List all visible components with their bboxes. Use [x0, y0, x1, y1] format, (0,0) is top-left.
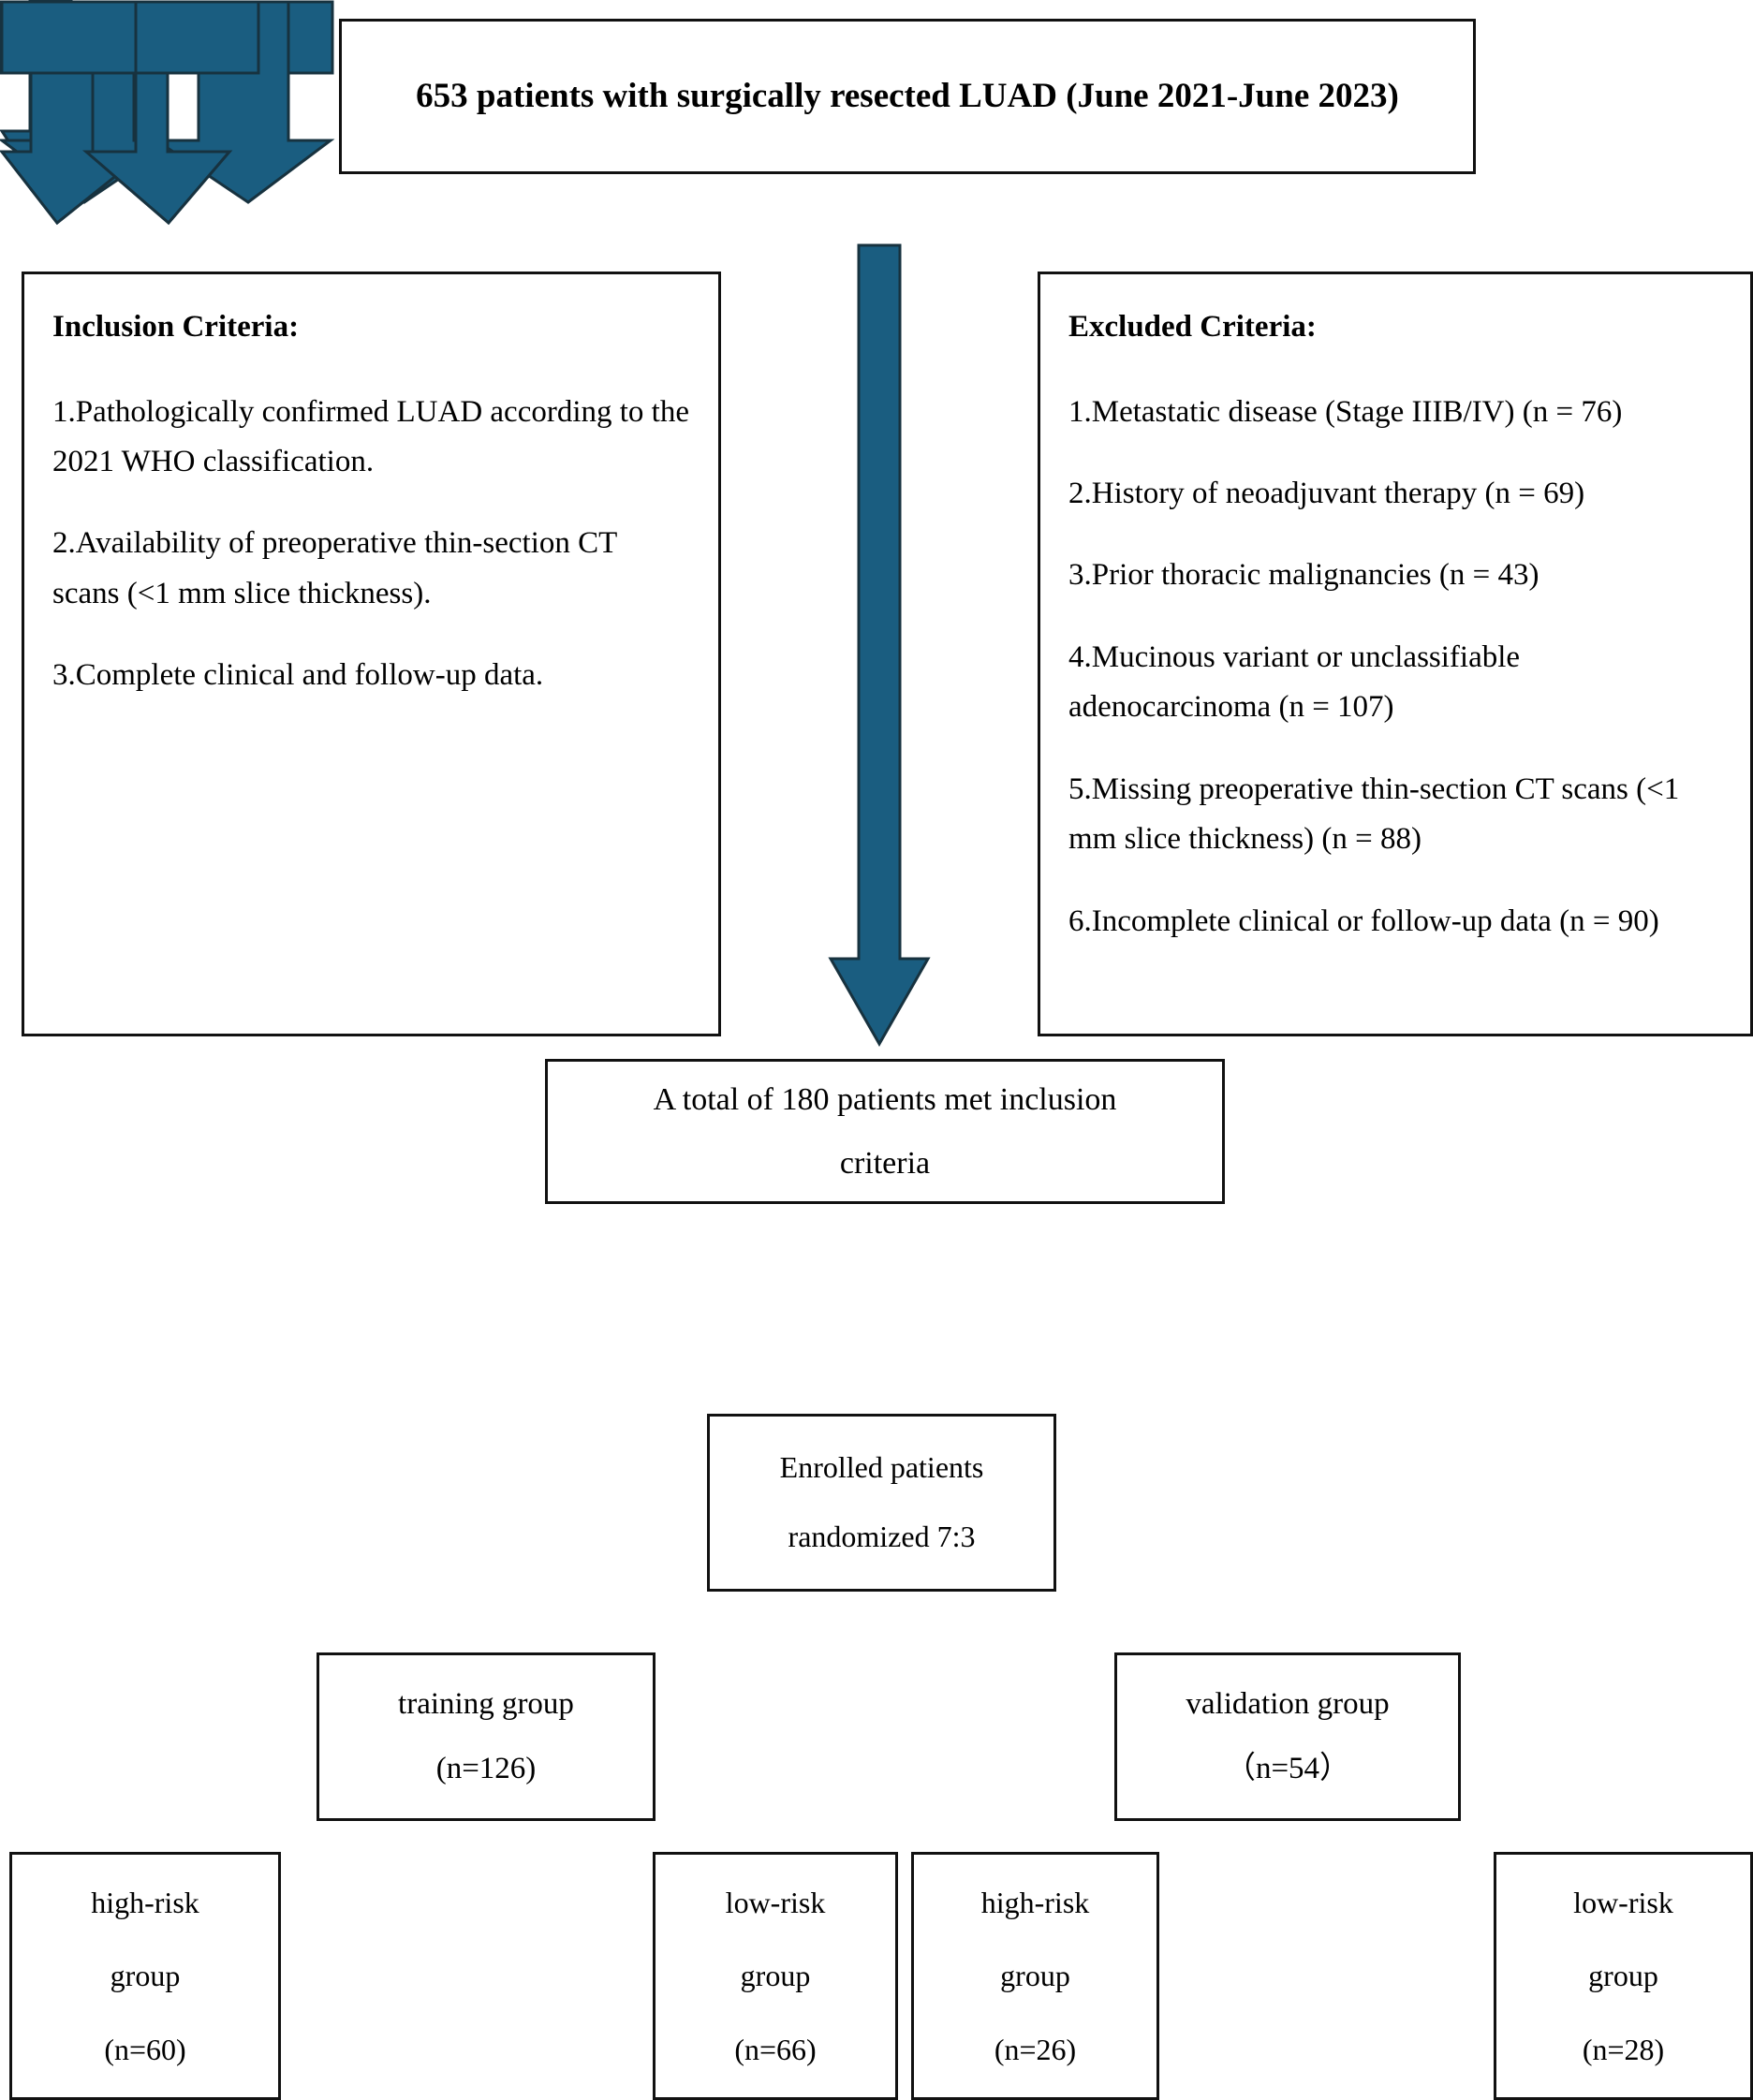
leaf-4-line-1: low-risk [1573, 1885, 1673, 1919]
excluded-criteria-item-3: 3.Prior thoracic malignancies (n = 43) [1068, 558, 1539, 593]
validation-group-box: validation group （n=54） [1114, 1652, 1461, 1821]
training-group-line-2: (n=126) [435, 1752, 537, 1785]
leaf-1-line-1: high-risk [91, 1885, 199, 1919]
title-box: 653 patients with surgically resected LU… [339, 19, 1476, 174]
leaf-box-training-high-risk: high-risk group (n=60) [9, 1852, 281, 2100]
validation-group-line-2: （n=54） [1224, 1752, 1351, 1785]
leaf-3-line-2: group [1000, 1959, 1070, 1993]
training-group-box: training group (n=126) [317, 1652, 656, 1821]
excluded-criteria-box: Excluded Criteria: 1.Metastatic disease … [1038, 272, 1753, 1036]
enrolled-patients-box: Enrolled patients randomized 7:3 [707, 1414, 1056, 1592]
excluded-criteria-item-1: 1.Metastatic disease (Stage IIIB/IV) (n … [1068, 394, 1623, 429]
excluded-criteria-item-4: 4.Mucinous variant or unclassifiable ade… [1068, 639, 1521, 725]
inclusion-criteria-item-3: 3.Complete clinical and follow-up data. [52, 658, 544, 693]
total-included-box: A total of 180 patients met inclusion cr… [545, 1059, 1225, 1204]
leaf-2-line-2: group [740, 1959, 811, 1993]
leaf-box-validation-low-risk: low-risk group (n=28) [1494, 1852, 1753, 2100]
training-group-line-1: training group [398, 1686, 574, 1721]
leaf-4-line-2: group [1588, 1959, 1658, 1993]
inclusion-criteria-item-2: 2.Availability of preoperative thin-sect… [52, 526, 617, 610]
leaf-box-training-low-risk: low-risk group (n=66) [653, 1852, 898, 2100]
leaf-2-line-3: (n=66) [734, 2032, 817, 2066]
title-text: 653 patients with surgically resected LU… [416, 77, 1399, 116]
leaf-4-line-3: (n=28) [1582, 2032, 1665, 2066]
excluded-criteria-item-5: 5.Missing preoperative thin-section CT s… [1068, 771, 1680, 857]
inclusion-criteria-item-1: 1.Pathologically confirmed LUAD accordin… [52, 394, 689, 478]
inclusion-criteria-box: Inclusion Criteria: 1.Pathologically con… [22, 272, 721, 1036]
enrolled-line-2: randomized 7:3 [788, 1520, 976, 1553]
leaf-1-line-3: (n=60) [104, 2032, 186, 2066]
inclusion-criteria-heading: Inclusion Criteria: [52, 310, 300, 344]
arrow-validation-to-low-risk [0, 0, 260, 226]
total-included-line-2: criteria [839, 1145, 931, 1181]
total-included-line-1: A total of 180 patients met inclusion [653, 1081, 1117, 1117]
leaf-box-validation-high-risk: high-risk group (n=26) [911, 1852, 1159, 2100]
leaf-3-line-3: (n=26) [994, 2032, 1077, 2066]
leaf-3-line-1: high-risk [980, 1885, 1090, 1919]
validation-group-line-1: validation group [1186, 1686, 1390, 1721]
excluded-criteria-heading: Excluded Criteria: [1068, 310, 1317, 344]
leaf-1-line-2: group [110, 1959, 181, 1993]
arrow-title-to-total [828, 243, 931, 1048]
enrolled-line-1: Enrolled patients [779, 1450, 984, 1485]
excluded-criteria-item-6: 6.Incomplete clinical or follow-up data … [1068, 903, 1659, 938]
excluded-criteria-item-2: 2.History of neoadjuvant therapy (n = 69… [1068, 477, 1585, 510]
leaf-2-line-1: low-risk [725, 1885, 826, 1919]
